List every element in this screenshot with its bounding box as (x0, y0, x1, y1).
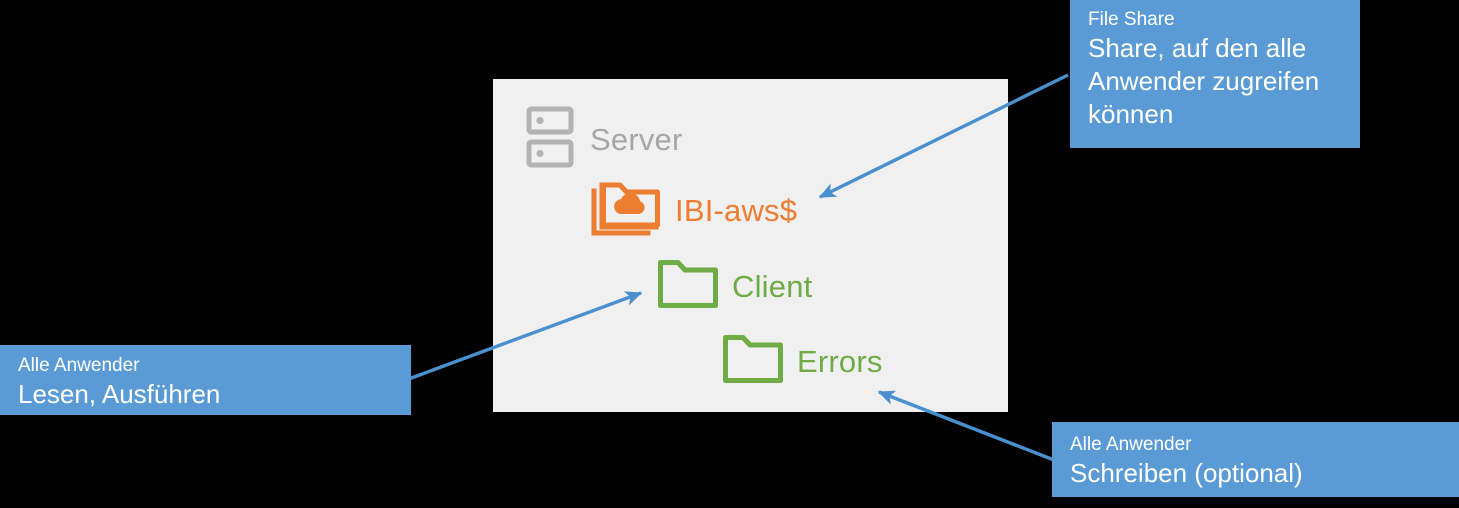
callout-write-opt[interactable]: Alle Anwender Schreiben (optional) (1052, 422, 1459, 497)
folder-icon (657, 259, 719, 314)
callout-file-share-body: Share, auf den alle Anwender zugreifen k… (1088, 33, 1320, 130)
callout-file-share[interactable]: File Share Share, auf den alle Anwender … (1070, 0, 1360, 148)
callout-write-opt-title: Alle Anwender (1070, 434, 1192, 455)
node-share[interactable]: IBI-aws$ (590, 179, 797, 242)
server-icon (526, 106, 574, 173)
node-server-label: Server (590, 122, 683, 157)
cloud-folder-icon (590, 179, 662, 242)
callout-read-exec-body: Lesen, Ausführen (18, 379, 221, 410)
folder-icon (722, 334, 784, 389)
diagram-panel: Server IBI-aws$ Client (493, 79, 1008, 412)
node-client[interactable]: Client (657, 259, 812, 314)
callout-write-opt-body: Schreiben (optional) (1070, 458, 1303, 489)
node-errors[interactable]: Errors (722, 334, 883, 389)
node-share-label: IBI-aws$ (675, 193, 798, 228)
callout-read-exec[interactable]: Alle Anwender Lesen, Ausführen (0, 345, 411, 415)
node-client-label: Client (732, 269, 813, 304)
callout-file-share-title: File Share (1088, 9, 1175, 30)
node-errors-label: Errors (797, 344, 883, 379)
node-server[interactable]: Server (526, 106, 683, 173)
callout-read-exec-title: Alle Anwender (18, 355, 140, 376)
